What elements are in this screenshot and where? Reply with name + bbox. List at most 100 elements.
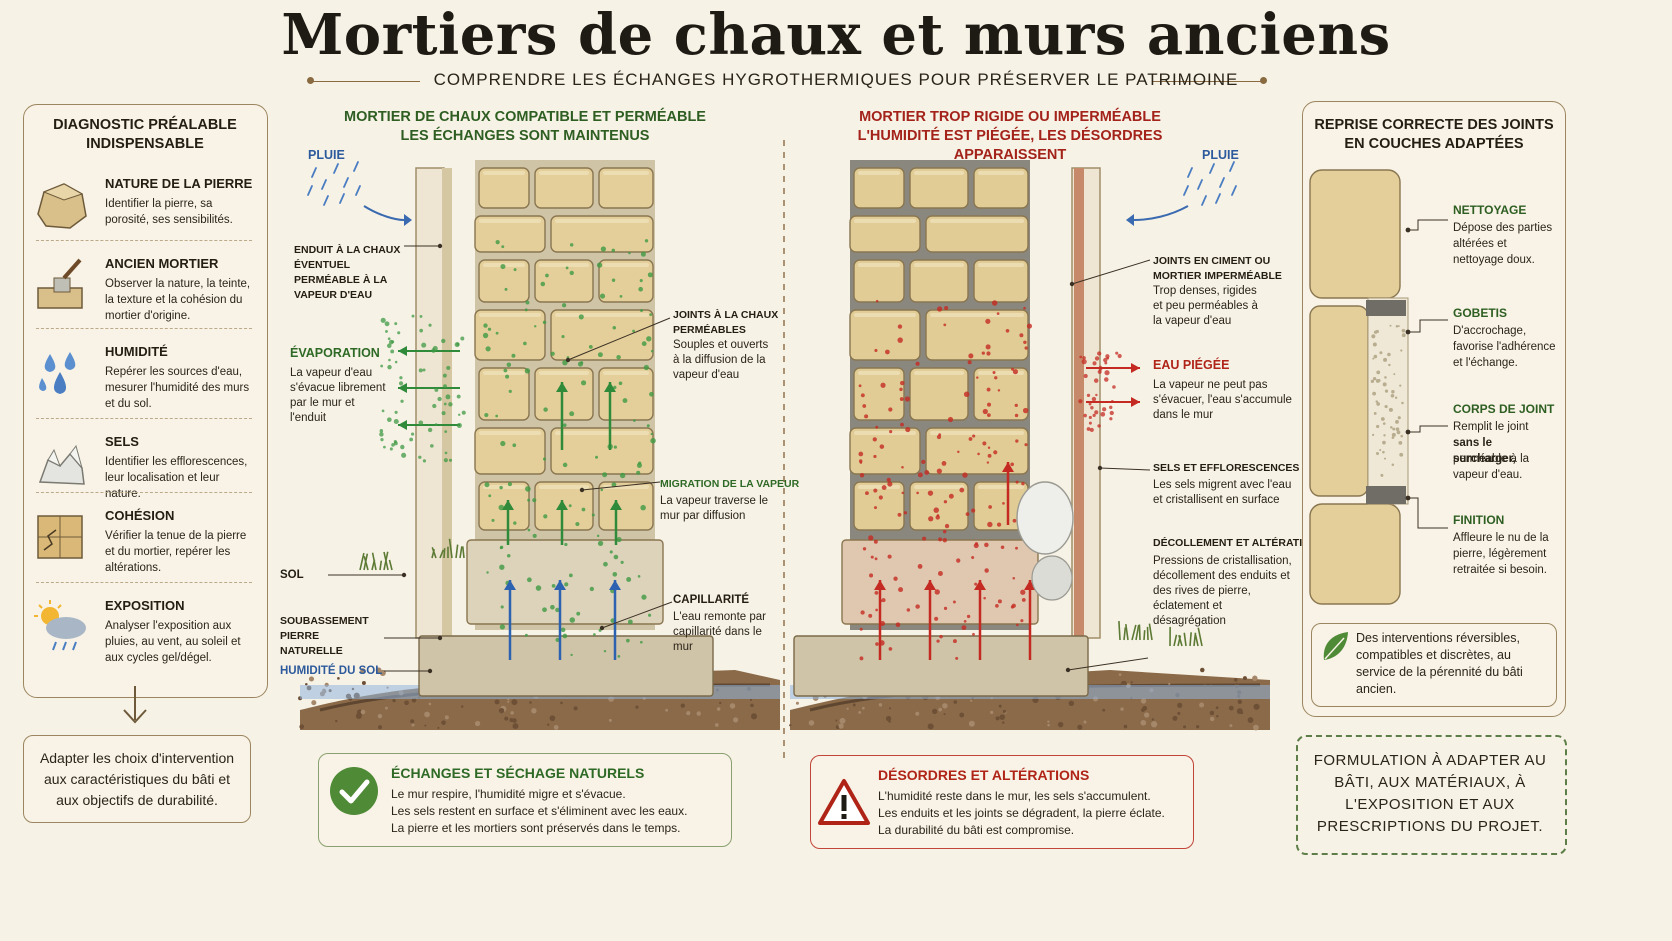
bad-summary-title: DÉSORDRES ET ALTÉRATIONS xyxy=(878,767,1090,783)
stone-block xyxy=(478,481,530,531)
moisture-particle xyxy=(513,521,517,525)
vapor-dot xyxy=(400,399,404,403)
vapor-dot xyxy=(1104,361,1108,365)
good-soubassement-label: SOUBASSEMENT PIERRE NATURELLE xyxy=(280,615,369,657)
stone-block xyxy=(849,309,921,361)
moisture-particle xyxy=(873,454,877,459)
moisture-particle xyxy=(636,470,641,475)
joint-grain xyxy=(1373,411,1377,415)
joint-grain xyxy=(1384,376,1387,379)
good-summary-title: ÉCHANGES ET SÉCHAGE NATURELS xyxy=(391,765,645,781)
stone-block xyxy=(973,367,1029,421)
moisture-particle xyxy=(636,462,642,468)
arrow-head xyxy=(556,382,568,392)
joint-grain xyxy=(1376,424,1380,429)
diagnostic-item-text: Repérer les sources d'eau, mesurer l'hum… xyxy=(105,366,250,410)
leader-dot xyxy=(1065,667,1071,673)
soil-grain xyxy=(378,725,383,730)
moisture-particle xyxy=(499,564,505,570)
vapor-dot xyxy=(1105,354,1110,359)
stone-block xyxy=(474,309,546,361)
vapor-dot xyxy=(430,444,434,448)
moisture-particle xyxy=(887,554,892,559)
vapor-dot xyxy=(380,438,384,442)
foundation-block xyxy=(841,539,1039,625)
vapor-dot xyxy=(1088,415,1092,420)
soil-grain xyxy=(1130,681,1133,684)
bad-rain-label: PLUIE xyxy=(1202,148,1239,162)
moisture-particle xyxy=(596,534,600,538)
moisture-particle xyxy=(600,246,606,252)
soil-grain xyxy=(714,723,719,727)
bad-eau-text: La vapeur ne peut pas s'évacuer, l'eau s… xyxy=(1153,379,1292,421)
vapor-dot xyxy=(1109,417,1113,421)
vapor-dot xyxy=(1088,421,1092,425)
vapor-dot xyxy=(444,451,448,455)
moisture-particle xyxy=(527,528,531,532)
moisture-particle xyxy=(859,473,865,478)
soil-grain xyxy=(573,706,578,711)
moisture-particle xyxy=(595,455,599,459)
joint-grain xyxy=(1392,427,1396,431)
soil-grain xyxy=(696,711,701,716)
moisture-particle xyxy=(1023,340,1027,345)
soil-grain xyxy=(1077,724,1083,730)
stone-block xyxy=(909,167,969,209)
moisture-particle xyxy=(971,556,975,560)
subtitle-dot-right xyxy=(1260,77,1267,84)
moisture-particle xyxy=(619,472,626,479)
layer-nettoyage-text: Dépose des parties altérées et nettoyage… xyxy=(1453,222,1553,266)
moisture-particle xyxy=(934,589,940,595)
soil-grain xyxy=(335,719,338,723)
bad-joints-title: JOINTS EN CIMENT OU MORTIER IMPERMÉABLE xyxy=(1153,255,1282,282)
moisture-particle xyxy=(589,586,595,592)
vapor-dot xyxy=(1082,356,1086,360)
joint-grain xyxy=(1376,370,1381,375)
soil-grain xyxy=(1172,715,1178,721)
moisture-particle xyxy=(565,266,569,270)
soil-grain xyxy=(968,720,975,727)
moisture-particle xyxy=(984,568,989,573)
moisture-particle xyxy=(901,465,904,469)
grass-blade xyxy=(1118,621,1121,641)
joint-grain xyxy=(1395,324,1399,328)
grass-blade xyxy=(388,559,393,571)
moisture-particle xyxy=(859,627,863,631)
moisture-particle xyxy=(943,323,947,327)
vapor-dot xyxy=(1112,385,1116,389)
leader-line xyxy=(1067,657,1149,671)
joint-grain xyxy=(1397,325,1400,328)
vapor-dot xyxy=(1095,393,1098,397)
good-heading-2: LES ÉCHANGES SONT MAINTENUS xyxy=(400,128,650,144)
vapor-dot xyxy=(432,345,438,352)
vapor-dot xyxy=(1083,413,1087,418)
moisture-particle xyxy=(596,262,603,268)
soil-grain xyxy=(732,717,739,723)
moisture-particle xyxy=(499,624,505,630)
moisture-particle xyxy=(974,582,978,586)
soil-grain xyxy=(299,724,305,730)
warning-icon xyxy=(818,779,870,825)
soil-grain xyxy=(1118,673,1122,676)
vapor-dot xyxy=(1110,400,1114,403)
moisture-particle xyxy=(525,300,530,305)
grass-blade xyxy=(379,560,383,571)
joint-grain xyxy=(1382,422,1386,425)
soil-grain xyxy=(428,702,432,706)
moisture-particle xyxy=(893,576,898,581)
joint-grain xyxy=(1400,349,1403,352)
vapor-dot xyxy=(386,343,392,349)
stone-block xyxy=(598,167,654,209)
moisture-particle xyxy=(968,437,973,441)
vapor-dot xyxy=(394,410,398,414)
moisture-particle xyxy=(588,344,593,349)
trowel-icon xyxy=(37,258,83,309)
moisture-particle xyxy=(916,491,919,495)
moisture-particle xyxy=(961,625,967,631)
joint-grain xyxy=(1387,352,1391,357)
soil-grain xyxy=(510,711,514,715)
vapor-dot xyxy=(387,364,392,370)
soil-grain xyxy=(474,720,481,727)
soil-grain xyxy=(680,703,685,708)
moisture-particle xyxy=(879,444,885,449)
